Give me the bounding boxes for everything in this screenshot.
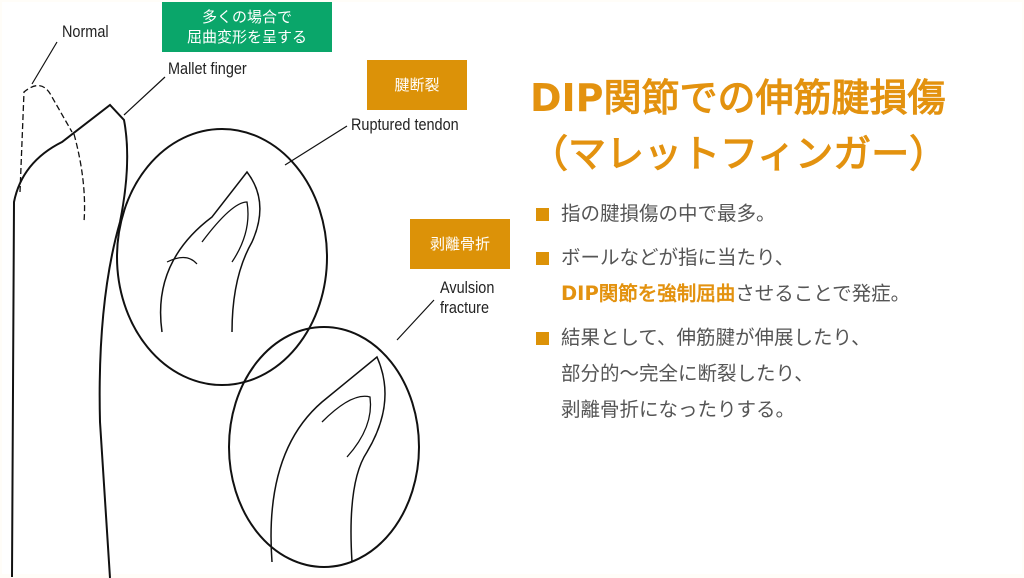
label-avulsion-2: fracture bbox=[440, 298, 489, 318]
label-ruptured-tendon: Ruptured tendon bbox=[351, 115, 459, 134]
page-title: DIP関節での伸筋腱損傷 （マレットフィンガー） bbox=[530, 70, 947, 182]
callout-avulsion-fracture: 剥離骨折 bbox=[410, 219, 510, 269]
magnified-circle-rupture bbox=[116, 128, 328, 386]
title-line2: （マレットフィンガー） bbox=[530, 132, 948, 176]
bullet-text: 結果として、伸筋腱が伸展したり、 bbox=[561, 326, 871, 349]
bullet-text: 剥離骨折になったりする。 bbox=[561, 398, 796, 421]
callout-tendon-rupture: 腱断裂 bbox=[367, 60, 467, 110]
bullet-text: 指の腱損傷の中で最多。 bbox=[561, 202, 776, 225]
bullet-square-icon bbox=[536, 208, 549, 221]
bullet-item: 指の腱損傷の中で最多。 bbox=[536, 196, 910, 232]
bullet-item: ボールなどが指に当たり、 DIP関節を強制屈曲させることで発症。 bbox=[536, 240, 910, 312]
label-avulsion-1: Avulsion bbox=[440, 278, 495, 297]
callout-green-line2: 屈曲変形を呈する bbox=[186, 28, 307, 46]
callout-flexion-deformity: 多くの場合で屈曲変形を呈する bbox=[162, 2, 332, 52]
magnified-circle-avulsion bbox=[228, 326, 420, 568]
label-avulsion-fracture: Avulsion fracture bbox=[440, 278, 494, 319]
bullet-square-icon bbox=[536, 252, 549, 265]
mallet-finger-illustration bbox=[11, 41, 435, 578]
label-normal: Normal bbox=[62, 22, 109, 41]
bullet-highlight: DIP関節を強制屈曲 bbox=[561, 282, 736, 305]
title-line1: DIP関節での伸筋腱損傷 bbox=[530, 76, 946, 120]
callout-green-line1: 多くの場合で bbox=[201, 7, 292, 26]
bullet-text: 部分的～完全に断裂したり、 bbox=[561, 362, 814, 385]
bullet-text: ボールなどが指に当たり、 bbox=[561, 246, 795, 269]
bullet-list: 指の腱損傷の中で最多。 ボールなどが指に当たり、 DIP関節を強制屈曲させることで… bbox=[536, 196, 910, 436]
bullet-square-icon bbox=[536, 332, 549, 345]
label-mallet-finger: Mallet finger bbox=[168, 59, 247, 78]
bullet-item: 結果として、伸筋腱が伸展したり、部分的～完全に断裂したり、剥離骨折になったりする… bbox=[536, 320, 910, 428]
bullet-text: させることで発症。 bbox=[735, 282, 911, 305]
